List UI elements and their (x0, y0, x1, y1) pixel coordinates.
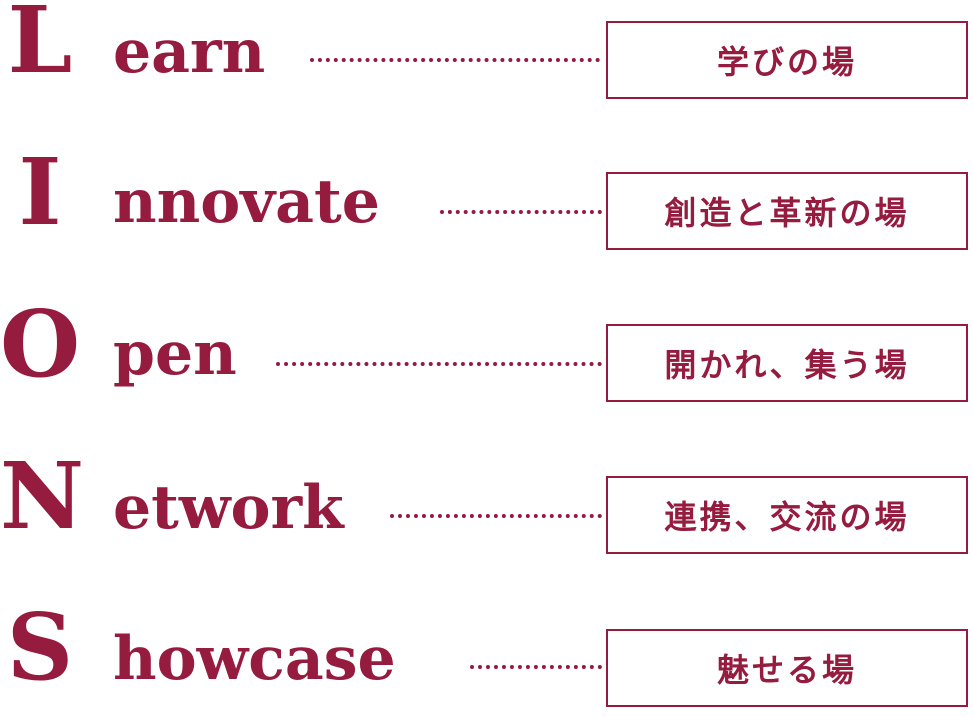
description-box: 学びの場 (606, 21, 968, 99)
description-box: 開かれ、集う場 (606, 324, 968, 402)
acronym-word: pen (113, 319, 237, 389)
dotted-leader-line (310, 58, 600, 62)
acronym-letter: O (0, 290, 81, 398)
acronym-letter: L (7, 0, 73, 94)
acronym-letter: N (0, 442, 85, 550)
dotted-leader-line (440, 210, 602, 214)
dotted-leader-line (470, 665, 602, 669)
acronym-row-showcase: S howcase 魅せる場 (0, 601, 973, 717)
acronym-row-open: O pen 開かれ、集う場 (0, 298, 973, 414)
acronym-row-learn: L earn 学びの場 (0, 0, 973, 110)
acronym-row-network: N etwork 連携、交流の場 (0, 450, 973, 566)
description-box: 連携、交流の場 (606, 476, 968, 554)
acronym-word: earn (113, 17, 266, 87)
description-box: 魅せる場 (606, 629, 968, 707)
acronym-word: etwork (113, 473, 344, 543)
acronym-letter: I (18, 138, 62, 246)
description-box: 創造と革新の場 (606, 172, 968, 250)
acronym-word: nnovate (113, 167, 380, 237)
acronym-word: howcase (113, 624, 396, 694)
dotted-leader-line (276, 362, 602, 366)
dotted-leader-line (390, 514, 602, 518)
acronym-letter: S (6, 593, 74, 701)
acronym-row-innovate: I nnovate 創造と革新の場 (0, 146, 973, 262)
